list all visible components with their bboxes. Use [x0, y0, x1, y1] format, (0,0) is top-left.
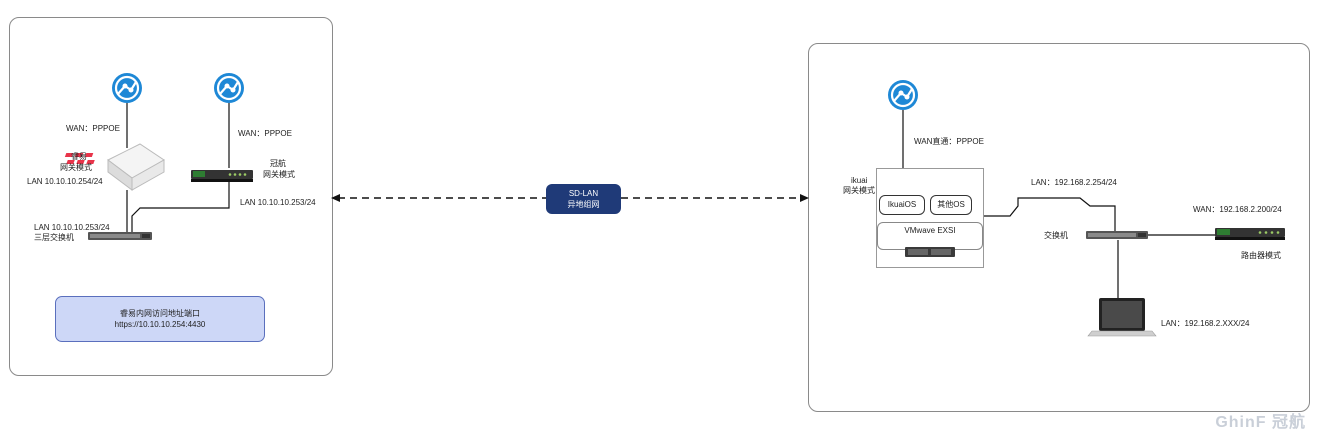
internet-globe-icon	[212, 71, 246, 105]
other-os-pill: 其他OS	[930, 195, 972, 215]
ghinf-lan-label: LAN 10.10.10.253/24	[240, 198, 316, 207]
vmware-label: VMwave EXSI	[904, 226, 956, 235]
ghinf-wan-label: WAN：PPPOE	[238, 129, 292, 138]
ghinf-router-icon	[191, 170, 253, 182]
ruiyi-mode-label: 网关模式	[60, 163, 92, 172]
right-wan-label: WAN直通：PPPOE	[914, 137, 984, 146]
vmware-exsi-box: VMwave EXSI	[877, 222, 983, 250]
ikuai-name-label: ikuai	[851, 176, 868, 185]
router-wan-label: WAN：192.168.2.200/24	[1193, 205, 1282, 214]
router-mode-device-icon	[1215, 228, 1285, 240]
ruiyi-name-label: 睿易	[71, 152, 87, 161]
server-icon	[905, 247, 955, 257]
laptop-lan-label: LAN：192.168.2.XXX/24	[1161, 319, 1250, 328]
sdlan-title: SD-LAN	[568, 189, 599, 198]
ghinf-mode-label: 网关模式	[263, 170, 295, 179]
internet-globe-icon	[110, 71, 144, 105]
ruiyi-router-icon	[64, 143, 165, 191]
ruiyi-wan-label: WAN：PPPOE	[66, 124, 120, 133]
laptop-icon	[1087, 298, 1157, 337]
internet-globe-icon	[886, 78, 920, 112]
arrow-left-head	[331, 194, 340, 202]
ghinf-watermark-logo: GhinF 冠航	[1215, 414, 1306, 431]
sdlan-box: SD-LAN 异地组网	[546, 184, 621, 214]
arrow-right-head	[800, 194, 809, 202]
ikuai-to-switch-line	[982, 197, 1116, 232]
layer3-switch-icon	[88, 232, 152, 240]
info-url: https://10.10.10.254:4430	[114, 320, 206, 329]
ikuai-mode-label: 网关模式	[843, 186, 875, 195]
info-title: 睿易内网访问地址端口	[120, 309, 200, 318]
ikuai-lan-label: LAN：192.168.2.254/24	[1031, 178, 1117, 187]
ghinf-to-switch-line	[131, 180, 230, 232]
ruiyi-access-info-box: 睿易内网访问地址端口 https://10.10.10.254:4430	[55, 296, 265, 342]
switch-name-label: 三层交换机	[34, 233, 74, 242]
router-mode-label: 路由器模式	[1241, 251, 1281, 260]
sdlan-subtitle: 异地组网	[567, 200, 600, 209]
ruiyi-lan-label: LAN 10.10.10.254/24	[27, 177, 103, 186]
switch-icon	[1086, 231, 1148, 239]
ikuaios-pill: IkuaiOS	[879, 195, 925, 215]
ghinf-name-label: 冠航	[270, 159, 286, 168]
switch-lan-label: LAN 10.10.10.253/24	[34, 223, 110, 232]
switch-label: 交换机	[1044, 231, 1068, 240]
